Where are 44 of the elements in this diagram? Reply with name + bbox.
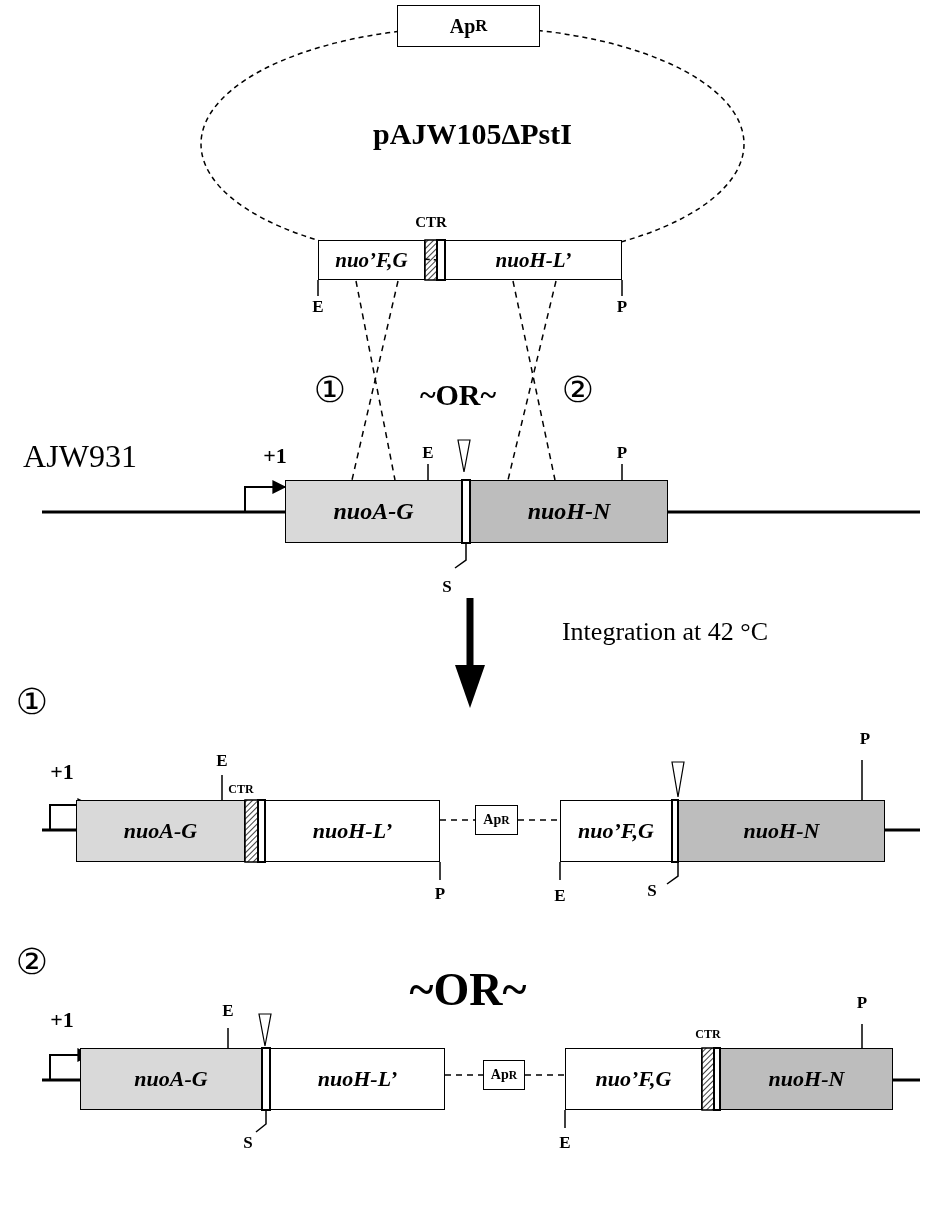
dashed-line bbox=[444, 1074, 484, 1076]
gene-box: nuoH-N bbox=[720, 1048, 893, 1110]
promoter-label: +1 bbox=[50, 1009, 74, 1031]
step-number: ② bbox=[15, 944, 49, 980]
gene-box: nuoH-L’ bbox=[270, 1048, 445, 1110]
gene-box: nuo’F,G bbox=[318, 240, 425, 280]
site-label: P bbox=[859, 729, 871, 747]
region-label: CTR bbox=[415, 214, 447, 230]
site-label: S bbox=[647, 881, 657, 899]
plasmid-name: pAJW105ΔPstI bbox=[373, 117, 572, 151]
gene-box: nuoH-L’ bbox=[445, 240, 622, 280]
promoter-label: +1 bbox=[263, 445, 287, 467]
step-number: ① bbox=[15, 684, 49, 720]
site-label: S bbox=[442, 577, 452, 595]
dashed-line bbox=[439, 819, 476, 821]
site-label: E bbox=[422, 443, 434, 461]
step-label: Integration at 42 °C bbox=[561, 619, 769, 645]
strain-name: AJW931 bbox=[23, 440, 137, 472]
site-label: E bbox=[312, 297, 324, 315]
site-label: P bbox=[856, 993, 868, 1011]
gene-box: nuoH-N bbox=[678, 800, 885, 862]
gene-box: nuoH-L’ bbox=[265, 800, 440, 862]
dashed-line bbox=[524, 1074, 566, 1076]
site-label: P bbox=[616, 443, 628, 461]
gene-box: nuoA-G bbox=[80, 1048, 262, 1110]
step-number: ① bbox=[313, 372, 347, 408]
site-label: P bbox=[616, 297, 628, 315]
site-label: S bbox=[243, 1133, 253, 1151]
or-text: ~OR~ bbox=[409, 967, 527, 1013]
gene-box: nuo’F,G bbox=[565, 1048, 702, 1110]
site-label: E bbox=[216, 751, 228, 769]
gene-box: nuo’F,G bbox=[560, 800, 672, 862]
gene-box: nuoA-G bbox=[76, 800, 245, 862]
site-label: E bbox=[559, 1133, 571, 1151]
region-label: CTR bbox=[695, 1028, 721, 1040]
region-label: CTR bbox=[228, 783, 254, 795]
gene-box: nuoA-G bbox=[285, 480, 462, 543]
site-label: E bbox=[222, 1001, 234, 1019]
site-label: E bbox=[554, 886, 566, 904]
gene-box: nuoH-N bbox=[470, 480, 668, 543]
promoter-label: +1 bbox=[50, 761, 74, 783]
site-label: P bbox=[434, 884, 446, 902]
or-text: ~OR~ bbox=[419, 380, 497, 410]
step-number: ② bbox=[561, 372, 595, 408]
